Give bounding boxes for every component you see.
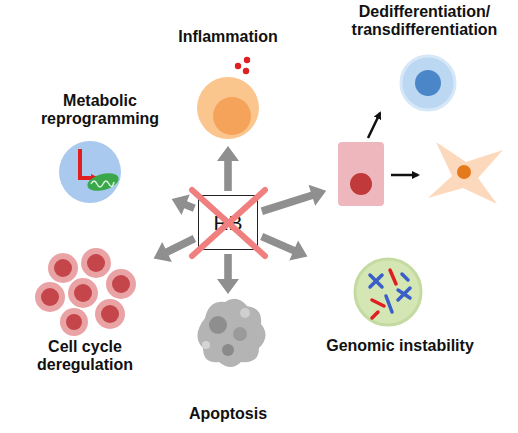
chromosome: [386, 296, 392, 312]
chromosome: [402, 274, 408, 280]
apoptotic-cell: [197, 299, 265, 367]
gray-arrow: [261, 185, 327, 215]
apoptotic-body: [222, 344, 234, 356]
cell-body: [95, 299, 125, 329]
node-label: Dedifferentiation/ transdifferentiation: [337, 3, 512, 39]
chromosome: [390, 270, 396, 284]
mitochondrion-crista: [91, 181, 114, 187]
pink-cell: [338, 142, 384, 206]
chromosomes: [370, 270, 410, 318]
chromosome: [398, 288, 410, 300]
gray-arrow: [172, 195, 196, 215]
inflammatory-cell: [197, 57, 259, 139]
chromosome: [370, 275, 382, 287]
cell-body: [35, 282, 65, 312]
stem-cell: [401, 56, 455, 110]
gray-arrow: [217, 254, 239, 294]
cell-body: [68, 278, 98, 308]
process-illustration: Metabolic reprogramming: [25, 88, 168, 206]
process-illustration: Genomic instability: [308, 258, 492, 358]
cell-body: [60, 308, 88, 336]
node-label: Inflammation: [173, 28, 283, 46]
node-label: Metabolic reprogramming: [35, 92, 165, 128]
cell-body: [81, 248, 111, 278]
cell-nucleus: [457, 165, 471, 179]
small-arrow: [391, 174, 418, 177]
center-box: RB: [198, 195, 258, 250]
red-cross-stroke: [192, 190, 265, 256]
apoptotic-body: [209, 316, 227, 334]
red-cross-stroke: [192, 190, 265, 256]
node-title: RB: [213, 211, 242, 235]
cell-body: [355, 259, 421, 325]
cytokine-dot: [243, 68, 249, 74]
process-illustration: Apoptosis: [180, 298, 276, 430]
small-arrow: [368, 113, 380, 138]
cell-body: [106, 269, 136, 299]
stellate-cell: [428, 142, 503, 204]
cell-body: [48, 253, 78, 283]
cell-nucleus: [74, 284, 92, 302]
gray-arrow: [260, 233, 307, 260]
metabolic-cell: [59, 141, 121, 203]
chromosome: [372, 312, 378, 318]
node-label: Genomic instability: [310, 337, 490, 355]
mitochondrion: [85, 170, 120, 194]
cell-nucleus: [101, 305, 119, 323]
cytokine-dot: [235, 63, 241, 69]
gray-arrow: [154, 235, 197, 262]
chromosome: [370, 275, 382, 287]
node-label: Cell cycle deregulation: [25, 338, 145, 374]
cytokine-dot: [244, 57, 250, 63]
cell-nucleus: [87, 254, 105, 272]
differentiation-cells: [338, 56, 503, 206]
apoptotic-body: [240, 308, 250, 318]
cell-nucleus: [415, 70, 441, 96]
process-illustration: Cell cycle deregulation: [20, 250, 150, 374]
cell-body: [59, 141, 121, 203]
cell-body: [197, 299, 265, 367]
apoptotic-body: [233, 327, 247, 341]
cell-nucleus: [41, 288, 59, 306]
gray-arrow: [217, 146, 239, 191]
cell-body: [197, 77, 259, 139]
cell-nucleus: [66, 314, 82, 330]
apoptotic-body: [202, 341, 210, 349]
chromosome: [372, 300, 384, 306]
cell-nucleus: [112, 275, 130, 293]
cell-nucleus: [54, 259, 72, 277]
process-illustration: Inflammation: [170, 26, 286, 142]
red-arrow: [80, 149, 96, 178]
genomic-cell: [355, 259, 421, 325]
process-illustration: Dedifferentiation/ transdifferentiation: [330, 0, 514, 212]
cell-nucleus: [213, 97, 251, 135]
cell-cluster: [35, 248, 136, 336]
node-label: Apoptosis: [180, 405, 276, 423]
cell-nucleus: [350, 173, 372, 195]
